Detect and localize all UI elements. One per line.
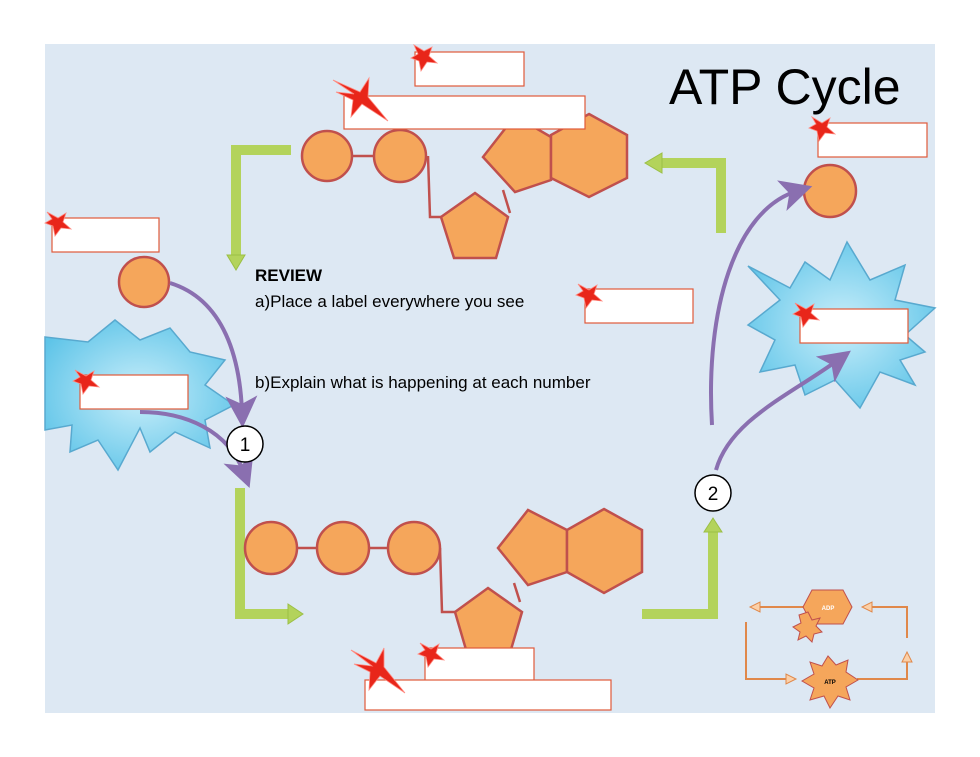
label-box-bottom-small[interactable] xyxy=(424,647,535,682)
ribose-pentagon xyxy=(453,586,524,655)
label-box-right-phosphate[interactable] xyxy=(817,122,928,158)
svg-text:ADP: ADP xyxy=(822,606,835,612)
free-phosphate-left xyxy=(117,255,171,309)
star-marker-icon xyxy=(44,211,73,237)
purple-arrow-energy-out xyxy=(714,350,851,471)
green-arrow-bottom-left xyxy=(235,488,304,625)
phosphate-circle xyxy=(315,520,371,576)
page-title: ATP Cycle xyxy=(669,59,901,115)
label-box-top-small[interactable] xyxy=(414,51,525,87)
star-marker-icon xyxy=(808,115,837,142)
svg-text:1: 1 xyxy=(240,435,251,456)
adenine-pentagon xyxy=(496,508,569,587)
label-box-left-energy[interactable] xyxy=(79,374,189,410)
step-2-marker: 2 xyxy=(694,474,732,512)
star-marker-icon xyxy=(72,369,101,395)
purple-arrow-phosphate-in xyxy=(169,281,258,428)
star-marker-icon xyxy=(417,642,446,668)
adenine-pentagon xyxy=(481,114,553,194)
star-marker-icon xyxy=(332,76,389,122)
phosphate-circle xyxy=(300,129,354,183)
purple-arrow-phosphate-out xyxy=(709,180,813,426)
review-instruction-a: a)Place a label everywhere you see xyxy=(255,292,525,311)
phosphate-circle xyxy=(372,128,428,184)
atp-molecule-bottom xyxy=(243,507,644,655)
adenine-hexagon xyxy=(565,507,644,595)
mini-atp-burst xyxy=(801,655,859,709)
mini-adp-hexagon xyxy=(802,589,853,625)
label-box-left-phosphate[interactable] xyxy=(51,217,160,253)
review-instruction-b: b)Explain what is happening at each numb… xyxy=(255,373,591,392)
star-marker-icon xyxy=(350,647,406,694)
free-phosphate-right xyxy=(802,163,858,219)
svg-text:ATP: ATP xyxy=(824,680,836,686)
ribose-pentagon xyxy=(439,191,510,260)
svg-text:2: 2 xyxy=(708,484,719,505)
green-arrow-bottom-right xyxy=(642,517,723,619)
green-arrow-top-left xyxy=(226,145,291,271)
review-heading: REVIEW xyxy=(255,266,323,285)
mini-energy-burst xyxy=(792,611,823,643)
mini-cycle-diagram: ADP ATP xyxy=(745,589,913,709)
star-marker-icon xyxy=(410,44,439,73)
label-box-top-wide[interactable] xyxy=(343,95,586,130)
star-marker-icon xyxy=(792,302,821,328)
adenine-hexagon xyxy=(549,112,629,199)
green-arrow-top-right xyxy=(644,152,726,233)
label-box-bottom-wide[interactable] xyxy=(364,679,612,711)
star-marker-icon xyxy=(575,283,604,309)
adp-molecule-top xyxy=(300,112,629,260)
step-1-marker: 1 xyxy=(226,425,264,463)
phosphate-circle xyxy=(243,520,299,576)
label-box-review[interactable] xyxy=(584,288,694,324)
phosphate-circle xyxy=(386,520,442,576)
label-box-right-energy[interactable] xyxy=(799,308,909,344)
